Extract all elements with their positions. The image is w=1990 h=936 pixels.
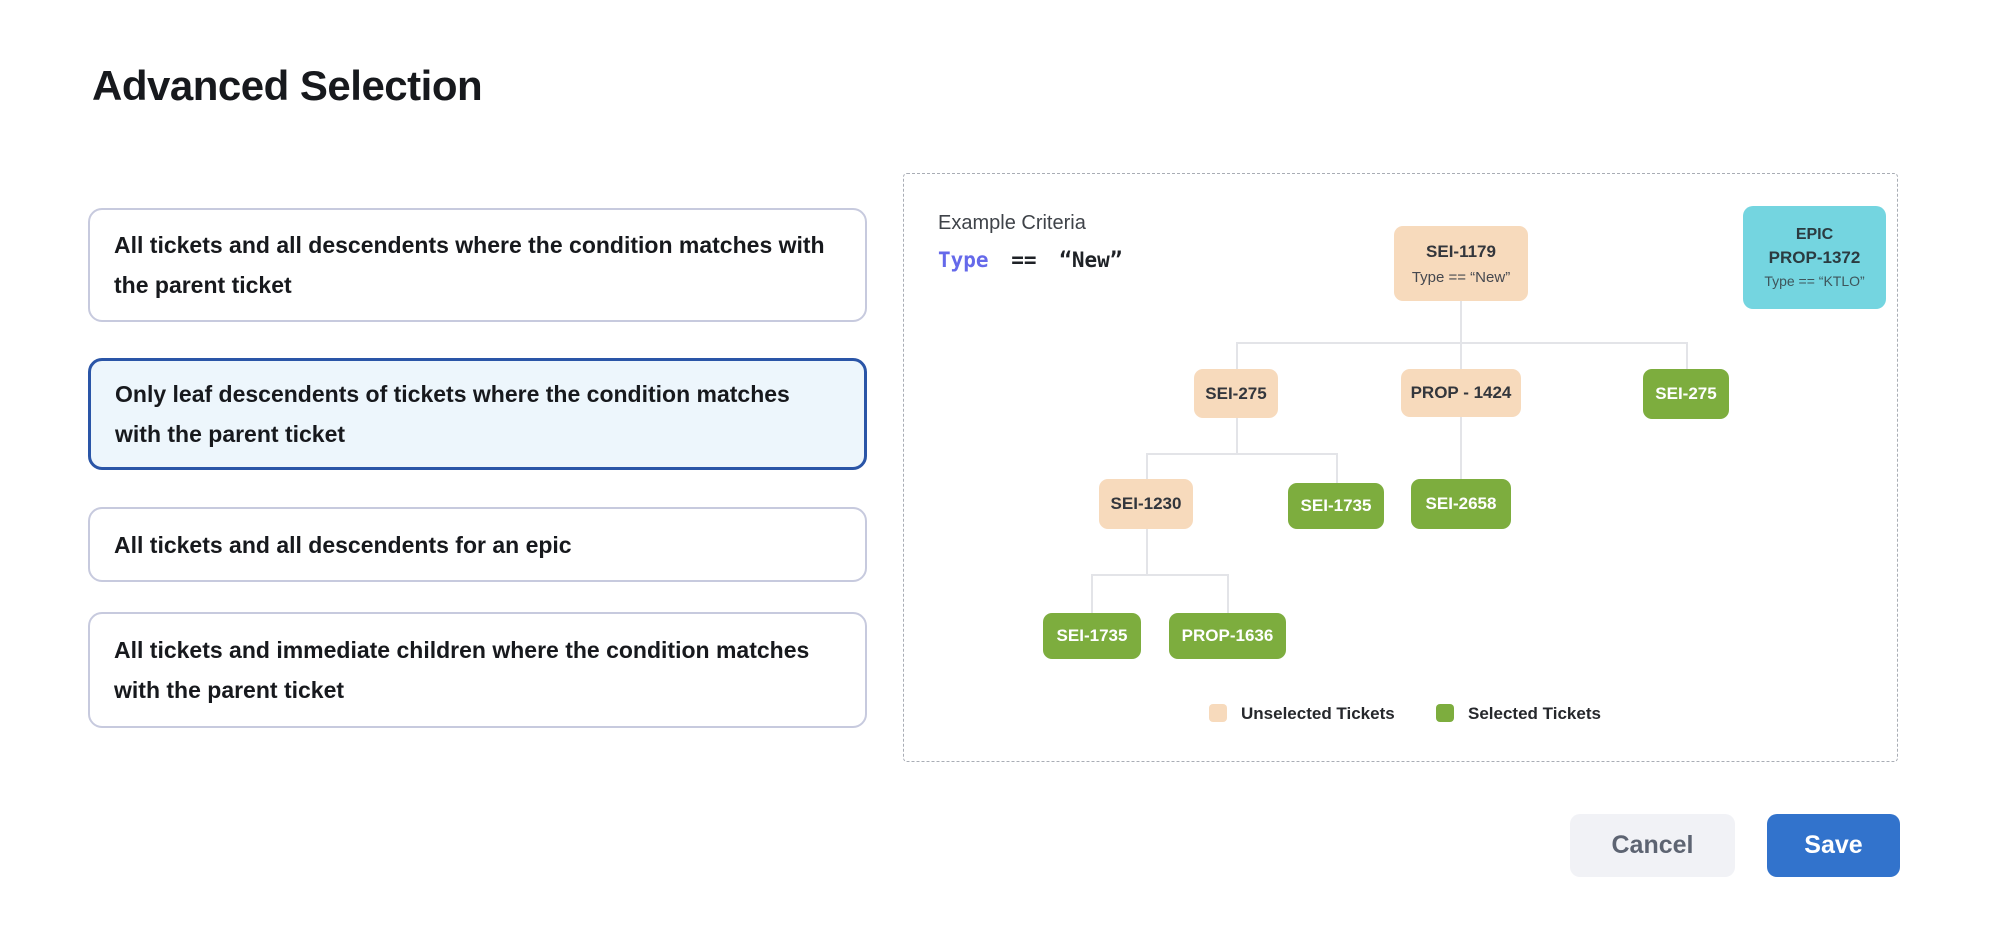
selected-ticket-swatch — [1436, 704, 1454, 722]
option-card-immediate-children-condition[interactable]: All tickets and immediate children where… — [88, 612, 867, 728]
epic-card: EPIC PROP-1372 Type == “KTLO” — [1743, 206, 1886, 309]
unselected-ticket-swatch — [1209, 704, 1227, 722]
criteria-expression: Type == “New” — [938, 248, 1122, 272]
connector-line — [1236, 342, 1238, 371]
page-title: Advanced Selection — [92, 62, 483, 109]
connector-line — [1336, 453, 1338, 483]
connector-line — [1146, 453, 1148, 479]
tree-node-sei-2658: SEI-2658 — [1411, 479, 1511, 529]
tree-node-prop-1636: PROP-1636 — [1169, 613, 1286, 659]
option-card-all-descendents-condition[interactable]: All tickets and all descendents where th… — [88, 208, 867, 322]
example-criteria-panel: Example Criteria Type == “New” SEI-1179 … — [903, 173, 1898, 762]
ticket-id: SEI-1735 — [1056, 626, 1128, 645]
option-card-all-descendents-epic[interactable]: All tickets and all descendents for an e… — [88, 507, 867, 582]
option-card-leaf-descendents-condition[interactable]: Only leaf descendents of tickets where t… — [88, 358, 867, 470]
unselected-ticket-label: Unselected Tickets — [1241, 704, 1395, 723]
epic-ticket-id: PROP-1372 — [1768, 248, 1861, 267]
connector-line — [1091, 574, 1093, 613]
connector-line — [1227, 574, 1229, 613]
connector-line — [1460, 417, 1462, 479]
selected-ticket-label: Selected Tickets — [1468, 704, 1601, 723]
tree-node-sei-275-unselected: SEI-275 — [1194, 369, 1278, 418]
tree-node-sei-1735-mid: SEI-1735 — [1288, 483, 1384, 529]
ticket-id: PROP-1636 — [1181, 626, 1274, 645]
tree-node-sei-1735-leaf: SEI-1735 — [1043, 613, 1141, 659]
option-label: All tickets and all descendents where th… — [114, 232, 825, 298]
ticket-id: PROP - 1424 — [1410, 383, 1512, 402]
connector-line — [1146, 529, 1148, 574]
criteria-field: Type — [938, 248, 989, 272]
ticket-id: SEI-1230 — [1110, 494, 1182, 513]
ticket-id: SEI-2658 — [1425, 494, 1497, 513]
ticket-id: SEI-1735 — [1300, 496, 1372, 515]
connector-line — [1460, 301, 1462, 342]
ticket-id: SEI-275 — [1205, 383, 1267, 403]
criteria-value: “New” — [1059, 248, 1123, 272]
connector-line — [1236, 418, 1238, 453]
tree-node-sei-1230: SEI-1230 — [1099, 479, 1193, 529]
tree-node-sei-1179: SEI-1179 Type == “New” — [1394, 226, 1528, 301]
option-label: All tickets and immediate children where… — [114, 637, 810, 703]
connector-line — [1460, 342, 1462, 369]
ticket-id: SEI-275 — [1655, 384, 1717, 403]
cancel-button[interactable]: Cancel — [1570, 814, 1735, 877]
connector-line — [1686, 342, 1688, 369]
criteria-operator: == — [1011, 248, 1037, 272]
option-label: All tickets and all descendents for an e… — [114, 531, 572, 558]
ticket-id: SEI-1179 — [1426, 241, 1496, 261]
tree-node-sei-275-selected: SEI-275 — [1643, 369, 1729, 419]
save-button[interactable]: Save — [1767, 814, 1900, 877]
connector-line — [1236, 342, 1688, 344]
tree-node-prop-1424: PROP - 1424 — [1401, 369, 1521, 417]
ticket-criteria: Type == “New” — [1411, 268, 1511, 286]
example-criteria-heading: Example Criteria — [938, 212, 1086, 234]
epic-criteria: Type == “KTLO” — [1764, 273, 1865, 289]
connector-line — [1091, 574, 1228, 576]
connector-line — [1146, 453, 1336, 455]
epic-tag: EPIC — [1795, 226, 1834, 243]
option-label: Only leaf descendents of tickets where t… — [115, 381, 790, 447]
